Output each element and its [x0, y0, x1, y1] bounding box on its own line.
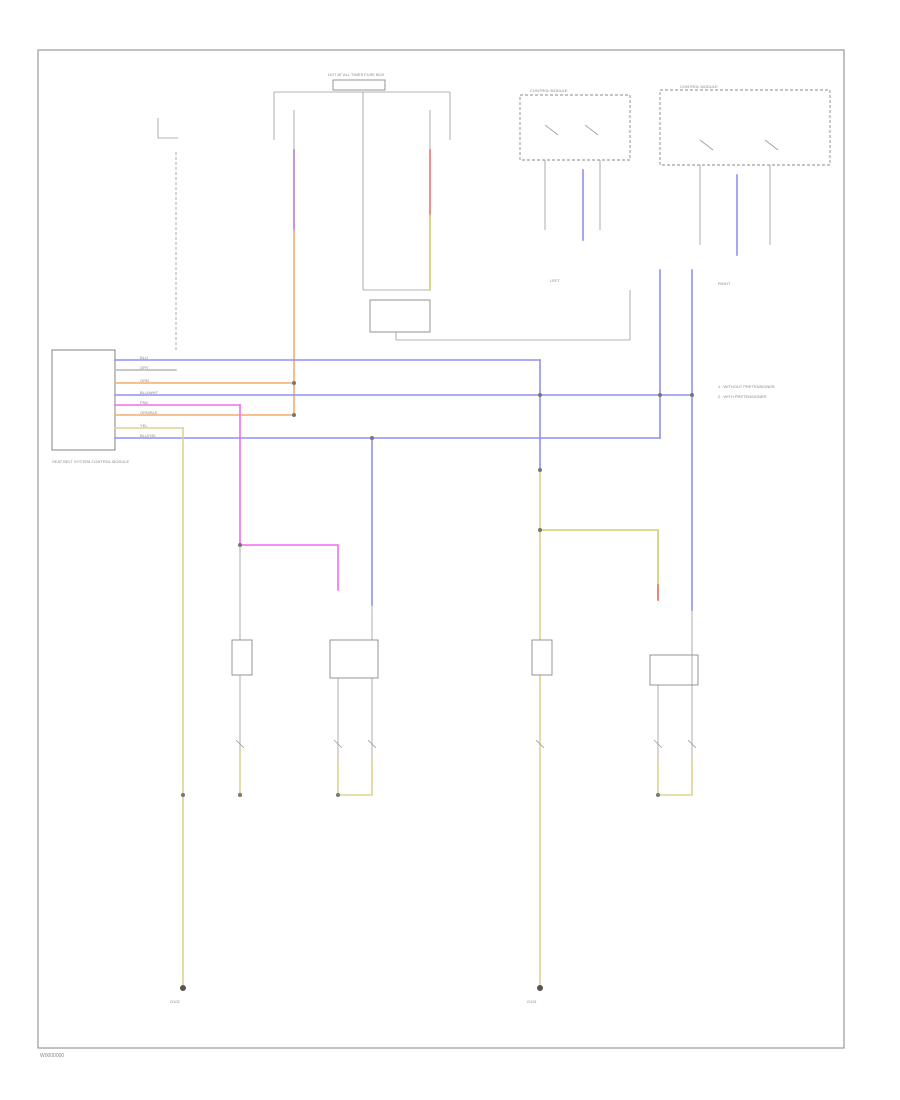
legend-item-1: 1 : WITHOUT PRETENSIONER: [718, 384, 775, 389]
fuse-block-header: HOT AT ALL TIMES FUSE BOX: [273, 72, 451, 140]
wire-olive-branch: [539, 529, 659, 601]
control-module-2-label: CONTROL MODULE: [680, 84, 718, 89]
svg-text:PNK: PNK: [140, 400, 149, 405]
junction-dots: [181, 381, 694, 797]
seat-belt-buckle-switch-4: [649, 584, 699, 796]
seat-belt-buckle-switch-1: [231, 639, 253, 796]
legend-item-2: 2 : WITH PRETENSIONER: [718, 394, 767, 399]
junction-block: [369, 290, 631, 341]
svg-text:GRY: GRY: [140, 365, 149, 370]
page-code: W0000000: [40, 1053, 64, 1059]
seat-belt-buckle-switch-3: [531, 639, 553, 749]
ground-right-label: G101: [527, 999, 538, 1004]
left-hand-label: LEFT: [550, 278, 560, 283]
svg-text:BLU/YEL: BLU/YEL: [140, 433, 157, 438]
svg-text:BLU: BLU: [140, 355, 148, 360]
svg-text:YEL: YEL: [140, 423, 148, 428]
seat-belt-buckle-switch-2: [329, 639, 379, 796]
control-module-1: CONTROL MODULE: [519, 88, 631, 230]
right-hand-label: RIGHT: [718, 281, 731, 286]
control-module-2: CONTROL MODULE: [659, 84, 831, 245]
diagram-frame: [37, 49, 845, 1049]
svg-text:ORN/BLK: ORN/BLK: [140, 410, 158, 415]
ground-left-icon: [180, 985, 186, 991]
svg-text:BLU/WHT: BLU/WHT: [140, 390, 159, 395]
ground-left-label: G102: [170, 999, 181, 1004]
control-module-1-label: CONTROL MODULE: [530, 88, 568, 93]
seat-belt-control-module: SEAT BELT SYSTEM CONTROL MODULE: [51, 349, 129, 464]
module-name: SEAT BELT SYSTEM CONTROL MODULE: [52, 459, 129, 464]
left-top-component: [157, 118, 178, 350]
ground-right-icon: [537, 985, 543, 991]
module-pin-labels: BLU GRY ORN BLU/WHT PNK ORN/BLK YEL BLU/…: [140, 355, 159, 438]
fuse-block-label: HOT AT ALL TIMES FUSE BOX: [328, 72, 385, 77]
fuse-branches: [293, 92, 431, 291]
wire-pink-over: [239, 544, 339, 591]
svg-text:ORN: ORN: [140, 378, 149, 383]
